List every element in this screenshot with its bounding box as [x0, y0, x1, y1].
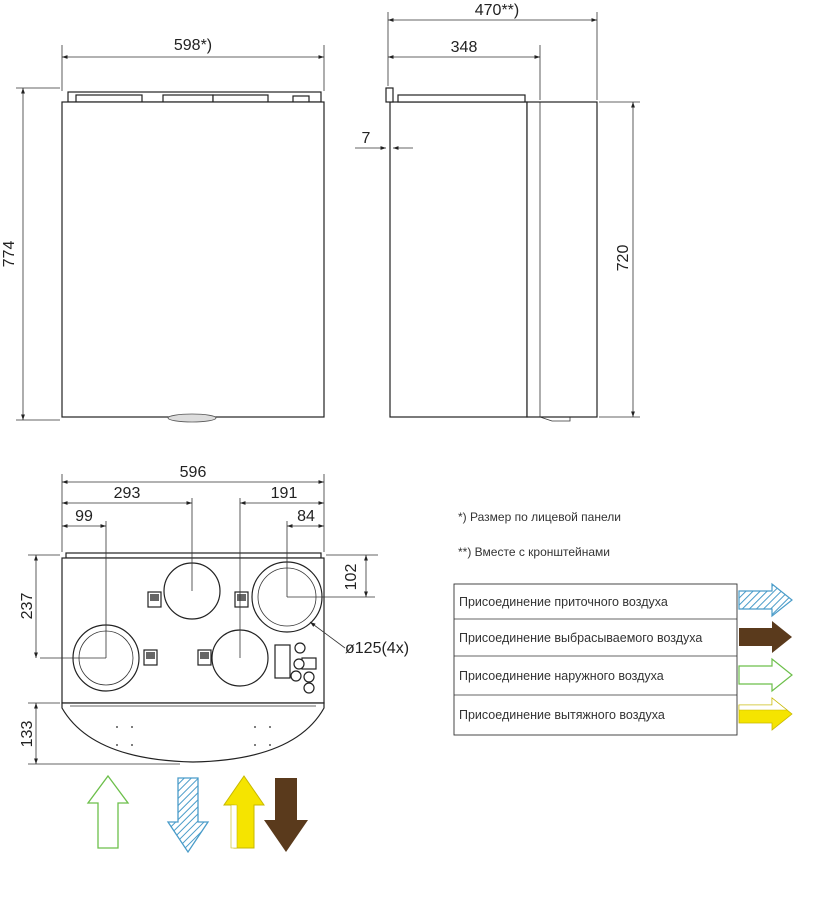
- solid-brown-arrow-icon: [264, 778, 308, 852]
- legend-label-extract: Присоединение вытяжного воздуха: [459, 708, 665, 722]
- side-hook: [385, 87, 394, 103]
- front-height-label: 774: [1, 241, 18, 268]
- side-height-label: 720: [615, 245, 632, 272]
- note-front-panel: *) Размер по лицевой панели: [458, 510, 621, 524]
- yellow-arrow-icon: [223, 775, 265, 849]
- side-body-depth-label: 348: [451, 39, 478, 56]
- hatched-blue-arrow-icon: [738, 582, 793, 618]
- side-bracket: [526, 101, 598, 418]
- port-marker-icon: [143, 649, 158, 666]
- hatched-blue-arrow-icon: [166, 777, 210, 854]
- legend-label-exhaust: Присоединение выбрасываемого воздуха: [459, 631, 702, 645]
- port-marker-icon: [234, 591, 249, 608]
- front-view: 598*) 774: [1, 37, 325, 423]
- front-top-port: [162, 94, 214, 103]
- solid-brown-arrow-icon: [739, 621, 792, 653]
- side-drain: [539, 416, 571, 422]
- footnotes: *) Размер по лицевой панели **) Вместе с…: [458, 510, 621, 559]
- side-top-cap: [397, 94, 526, 103]
- legend-label-supply: Присоединение приточного воздуха: [459, 595, 668, 609]
- electrical-connection-block: [274, 642, 317, 694]
- top-dim-293: 293: [114, 485, 141, 502]
- front-top-connector: [292, 95, 310, 103]
- note-with-brackets: **) Вместе с кронштейнами: [458, 545, 610, 559]
- top-width-label: 596: [180, 464, 207, 481]
- side-gap-label: 7: [362, 130, 371, 147]
- front-width-label: 598*): [174, 37, 212, 54]
- side-body: [389, 101, 528, 418]
- top-dim-99: 99: [75, 508, 93, 525]
- top-view: 596 293 191 99 84 237 102 133 ø125(4x): [19, 464, 409, 765]
- top-front-edge: [65, 552, 322, 559]
- diameter-label: ø125(4x): [345, 640, 409, 657]
- yellow-arrow-icon: [738, 697, 793, 731]
- side-view: 470**) 348 7 720: [355, 2, 640, 422]
- legend-row: Присоединение вытяжного воздуха: [459, 697, 793, 731]
- front-top-port: [212, 94, 269, 103]
- front-body: [61, 101, 325, 418]
- legend-row: Присоединение выбрасываемого воздуха: [459, 621, 792, 653]
- airflow-arrows: [86, 774, 308, 854]
- top-dim-191: 191: [271, 485, 298, 502]
- port-marker-icon: [147, 591, 162, 608]
- top-dim-133: 133: [19, 721, 36, 748]
- top-front-panel: [61, 702, 325, 763]
- port-marker-icon: [197, 649, 212, 666]
- top-dim-102: 102: [343, 564, 360, 591]
- front-top-port: [75, 94, 143, 103]
- top-dim-237: 237: [19, 593, 36, 620]
- legend-row: Присоединение наружного воздуха: [459, 657, 793, 693]
- legend-row: Присоединение приточного воздуха: [459, 582, 793, 618]
- front-drain: [167, 413, 217, 423]
- side-total-depth-label: 470**): [475, 2, 519, 19]
- legend-table: Присоединение приточного воздуха Присоед…: [453, 582, 793, 736]
- outline-green-arrow-icon: [86, 774, 130, 849]
- top-dim-84: 84: [297, 508, 315, 525]
- legend-label-outdoor: Присоединение наружного воздуха: [459, 669, 664, 683]
- outline-green-arrow-icon: [738, 657, 793, 693]
